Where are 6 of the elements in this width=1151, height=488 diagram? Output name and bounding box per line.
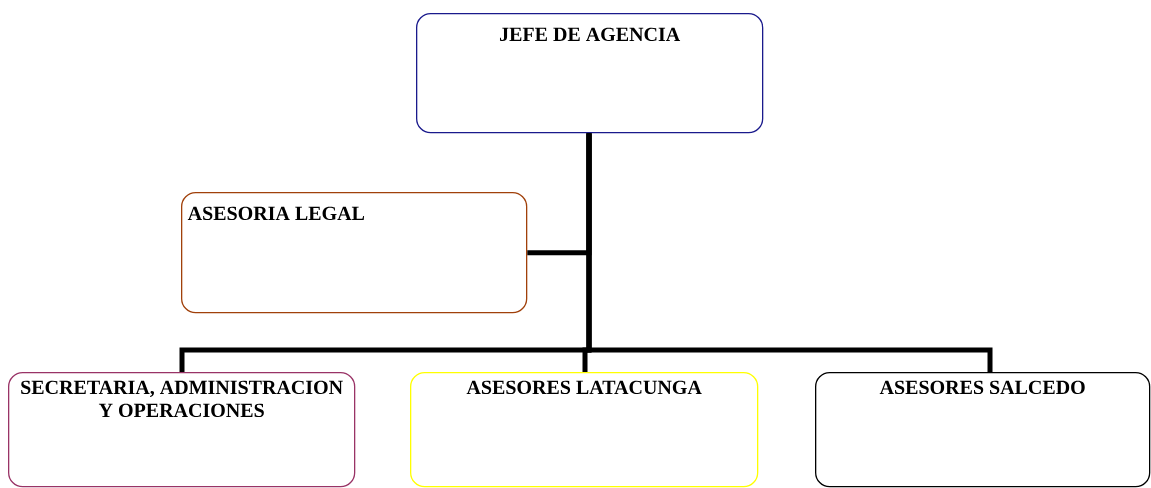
org-box: ASESORIA LEGAL [181, 192, 528, 314]
org-box: ASESORES LATACUNGA [410, 372, 759, 488]
org-box: JEFE DE AGENCIA [416, 13, 764, 134]
connector-line [586, 133, 993, 372]
org-box: ASESORES SALCEDO [815, 372, 1151, 488]
org-box: SECRETARIA, ADMINISTRACION Y OPERACIONES [8, 372, 356, 488]
